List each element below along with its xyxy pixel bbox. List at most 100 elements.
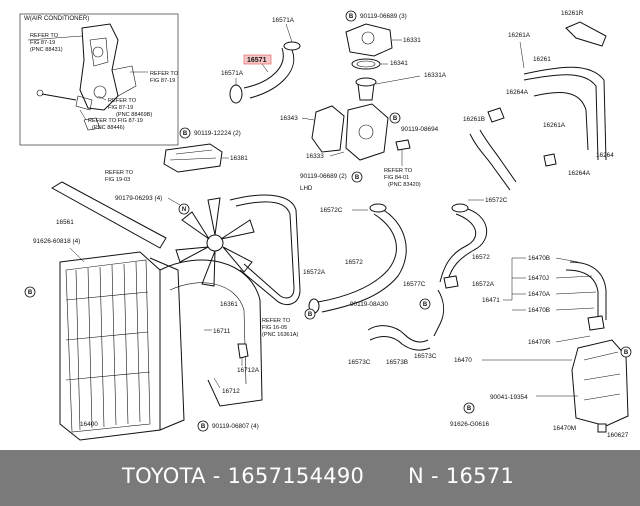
- badge-b-6: [351, 171, 363, 183]
- pipe-16261: [523, 66, 607, 161]
- footer-part-number: TOYOTA - 1657154490: [122, 464, 365, 488]
- label-16572-right: 16572: [472, 254, 490, 261]
- hose-16470A: [565, 261, 607, 320]
- label-16572A-right: 16572A: [472, 281, 495, 288]
- ac-inset-frame: [19, 13, 179, 146]
- hose-16571: [229, 41, 301, 104]
- label-16261B: 16261B: [463, 116, 485, 123]
- seal-16561: [51, 181, 167, 249]
- ac-inset-title: W(AIR CONDITIONER): [24, 15, 89, 22]
- label-16573C-b: 16573C: [414, 353, 437, 360]
- badge-b-9-label: B: [624, 350, 629, 356]
- badge-n: [178, 203, 190, 215]
- label-16471: 16471: [482, 297, 500, 304]
- ref-3c: (PNC 88469B): [116, 112, 153, 118]
- ref-2a: REFER TO: [150, 71, 179, 77]
- label-91626-60818: 91626-60818 (4): [33, 238, 80, 245]
- label-90041-19354: 90041-19354: [490, 394, 528, 401]
- diagram-svg: W(AIR CONDITIONER) REFER TO FIG 87-19 (P…: [19, 10, 632, 441]
- hose-16573: [367, 325, 431, 351]
- clip-16712A: [237, 343, 249, 359]
- ac-bracket-drawing: [36, 23, 137, 131]
- label-90119-12224: 90119-12224 (2): [194, 130, 241, 137]
- badge-b-9: [620, 346, 632, 358]
- label-16712: 16712: [222, 388, 240, 395]
- ref-7c: (PNC 16361A): [262, 332, 299, 338]
- label-16571A-left: 16571A: [221, 70, 244, 77]
- ref-2b: FIG 87-19: [150, 78, 175, 84]
- label-90119-08A30: 90119-08A30: [350, 301, 388, 308]
- ref-1c: (PNC 88431): [30, 47, 63, 53]
- ref-3a: REFER TO: [108, 98, 137, 104]
- cap-16470M: [597, 423, 607, 433]
- ref-5a: REFER TO: [105, 170, 134, 176]
- label-16331: 16331: [403, 37, 421, 44]
- label-16712A: 16712A: [237, 367, 260, 374]
- badge-b-10-label: B: [467, 406, 472, 412]
- label-90119-06807: 90119-06807 (4): [212, 423, 259, 430]
- label-16470A: 16470A: [528, 291, 551, 298]
- water-outlet-16331: [345, 23, 393, 57]
- label-16343: 16343: [280, 115, 298, 122]
- label-16261A-1: 16261A: [508, 32, 531, 39]
- label-16261A-2: 16261A: [543, 122, 566, 129]
- hose-16261B: [469, 107, 517, 191]
- badge-b-7-label: B: [308, 312, 313, 318]
- label-16264: 16264: [596, 152, 614, 159]
- ref-1a: REFER TO: [30, 33, 59, 39]
- ref-6c: (PNC 83420): [388, 182, 421, 188]
- label-16261: 16261: [533, 56, 551, 63]
- badge-b-5: [389, 112, 401, 124]
- label-16470J: 16470J: [528, 275, 549, 282]
- shroud-16711: [159, 259, 263, 407]
- label-91626-G0616: 91626-G0616: [450, 421, 490, 428]
- label-16264A-1: 16264A: [506, 89, 529, 96]
- reservoir-tank: [571, 315, 629, 427]
- badge-b-1: [179, 127, 191, 139]
- ref-4b: (PNC 88446): [92, 125, 125, 131]
- badge-b-4: [345, 10, 357, 22]
- label-16470B-2: 16470B: [528, 307, 550, 314]
- label-16577C: 16577C: [403, 281, 426, 288]
- ref-1b: FIG 87-19: [30, 40, 55, 46]
- label-16573B: 16573B: [386, 359, 408, 366]
- badge-n-label: N: [182, 207, 186, 213]
- badge-b-3: [197, 420, 209, 432]
- badge-b-7: [304, 308, 316, 320]
- lhd-label: LHD: [300, 185, 313, 192]
- ref-6b: FIG 84-01: [384, 175, 409, 181]
- switch-part: [395, 139, 411, 151]
- badge-b-8: [419, 298, 431, 310]
- badge-b-2-label: B: [28, 290, 33, 296]
- label-16381: 16381: [230, 155, 248, 162]
- footer-pnc: N - 16571: [408, 464, 515, 488]
- label-90119-06689-top: 90119-06689 (3): [360, 13, 407, 20]
- label-16572C-right: 16572C: [485, 197, 508, 204]
- label-16711: 16711: [213, 328, 231, 335]
- label-16470M: 16470M: [553, 425, 576, 432]
- label-16331A: 16331A: [424, 72, 447, 79]
- badge-b-10: [463, 402, 475, 414]
- radiator-16400: [59, 251, 185, 441]
- label-160627: 160627: [607, 432, 629, 439]
- bracket-16261R: [565, 21, 607, 47]
- pipe-16577C: [433, 275, 459, 337]
- badge-b-5-label: B: [393, 116, 398, 122]
- label-16573C-a: 16573C: [348, 359, 371, 366]
- ref-7a: REFER TO: [262, 318, 291, 324]
- badge-b-8-label: B: [423, 302, 428, 308]
- label-16400: 16400: [80, 421, 98, 428]
- label-16470: 16470: [454, 357, 472, 364]
- gasket-16341: [351, 58, 381, 70]
- label-16572A-left: 16572A: [303, 269, 326, 276]
- badge-b-1-label: B: [183, 131, 188, 137]
- clip-16264A: [543, 153, 557, 167]
- ref-3b: FIG 87-19: [108, 105, 133, 111]
- label-16261R: 16261R: [561, 10, 584, 17]
- badge-b-4-label: B: [349, 14, 354, 20]
- label-16333: 16333: [306, 153, 324, 160]
- bracket-16381: [163, 143, 223, 173]
- label-90119-08694: 90119-08694: [401, 126, 439, 133]
- label-16341: 16341: [390, 60, 408, 67]
- badge-b-2: [24, 286, 36, 298]
